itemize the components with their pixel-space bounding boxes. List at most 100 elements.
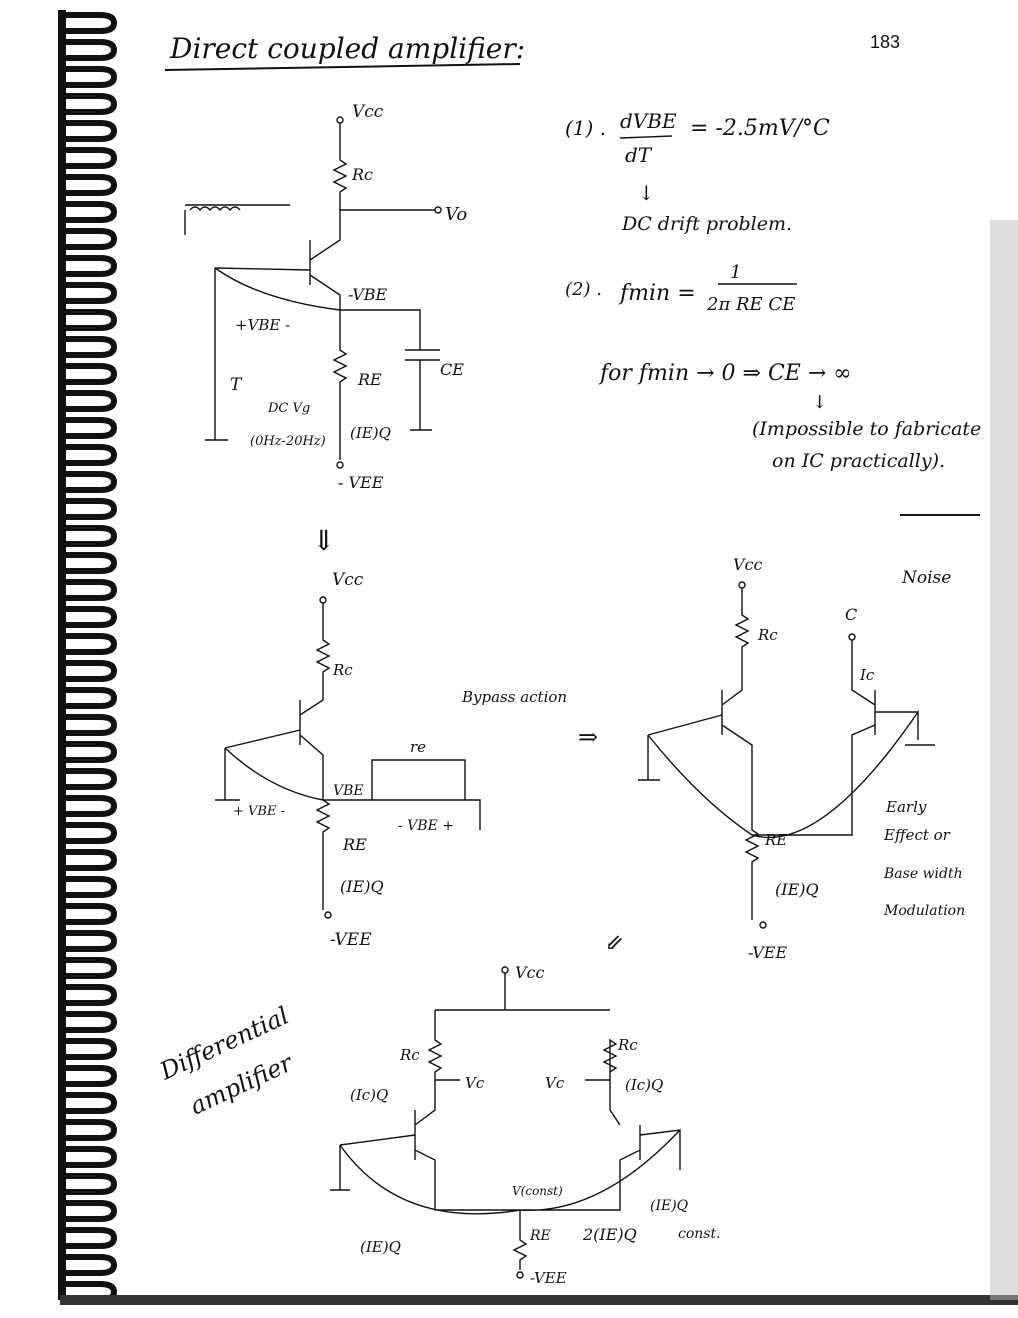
spiral-loop <box>62 228 118 250</box>
circuit4-rc-right: Rc <box>617 1036 638 1054</box>
spiral-loop <box>62 39 118 61</box>
down-double-arrow-icon: ⇓ <box>312 524 335 557</box>
spiral-loop <box>62 822 118 844</box>
circuit2-vbe-diode: + VBE - <box>233 804 285 819</box>
circuit1-vbe-diode: +VBE - <box>235 316 290 334</box>
spiral-loop <box>62 849 118 871</box>
circuit3-re: RE <box>764 831 787 849</box>
spiral-loop <box>62 498 118 520</box>
circuit2-re: RE <box>342 835 367 854</box>
spiral-loop <box>62 201 118 223</box>
spiral-loop <box>62 552 118 574</box>
spiral-loop <box>62 1011 118 1033</box>
circuit4-v-const: V(const) <box>512 1184 563 1198</box>
circuit1-vo: Vo <box>445 204 467 225</box>
spiral-loop <box>62 93 118 115</box>
circuit4-ic-right: (Ic)Q <box>625 1076 663 1094</box>
spiral-loop <box>62 741 118 763</box>
spiral-loop <box>62 1173 118 1195</box>
right-double-arrow-icon: ⇒ <box>578 723 598 751</box>
spiral-loop <box>62 633 118 655</box>
spiral-loop <box>62 930 118 952</box>
circuit1-ce: CE <box>440 360 464 379</box>
spiral-loop <box>62 957 118 979</box>
spiral-loop <box>62 606 118 628</box>
title-underline <box>164 63 521 71</box>
eq1-result: DC drift problem. <box>621 213 792 235</box>
circuit4-ic-left: (Ic)Q <box>350 1086 388 1104</box>
eq1-label: (1) . <box>565 116 606 140</box>
spiral-loop <box>62 390 118 412</box>
spiral-loop <box>62 687 118 709</box>
down-arrow-icon: ↓ <box>812 392 827 413</box>
circuit4-const: const. <box>678 1226 721 1242</box>
circuit1-re: RE <box>357 370 382 389</box>
notes-block: (1) . dVBE dT = -2.5mV/°C ↓ DC drift pro… <box>565 109 981 516</box>
circuit3-ic: Ic <box>859 666 875 684</box>
circuit2-ie: (IE)Q <box>340 877 384 896</box>
circuit1-ie: (IE)Q <box>350 424 391 442</box>
circuit1-vee: - VEE <box>338 473 384 492</box>
spiral-loop <box>62 444 118 466</box>
circuit-4-differential: Differential amplifier Vcc Rc Rc Vc Vc (… <box>155 963 721 1287</box>
right-edge-shadow <box>990 220 1018 1300</box>
circuit2-re-small: re <box>410 738 426 756</box>
down-arrow-icon: ↓ <box>638 181 655 205</box>
circuit1-vcc: Vcc <box>352 102 384 122</box>
eq3-result-line2: on IC practically). <box>772 450 945 472</box>
spiral-loop <box>62 1065 118 1087</box>
spiral-loop <box>62 255 118 277</box>
circuit3-noise: Noise <box>901 568 951 588</box>
spiral-loop <box>62 147 118 169</box>
circuit4-vcc: Vcc <box>515 963 545 982</box>
eq1-numerator: dVBE <box>620 109 677 133</box>
circuit4-vc-left: Vc <box>465 1074 485 1092</box>
circuit2-vbe-right: - VBE + <box>398 818 454 834</box>
circuit2-vee: -VEE <box>330 930 372 950</box>
circuit3-vcc: Vcc <box>733 555 763 574</box>
eq3-result-line1: (Impossible to fabricate <box>752 418 981 440</box>
circuit-2-bypass: Vcc Rc Bypass action re VBE + VBE - - VB… <box>215 570 567 950</box>
margin-strip <box>58 10 66 1300</box>
spiral-loop <box>62 282 118 304</box>
spiral-loop <box>62 903 118 925</box>
circuit3-vee: -VEE <box>748 943 787 962</box>
spiral-loop <box>62 984 118 1006</box>
eq1-denominator: dT <box>625 143 653 167</box>
spiral-loop <box>62 471 118 493</box>
circuit3-early-3: Base width <box>883 866 963 882</box>
circuit4-ie-right: (IE)Q <box>650 1198 689 1214</box>
eq2-denominator: 2π RE CE <box>706 294 795 315</box>
circuit3-rc: Rc <box>757 626 778 644</box>
circuit-3-early-effect: Vcc Rc C Noise Ic RE (IE)Q -VEE Early Ef… <box>638 555 965 962</box>
eq3: for fmin → 0 ⇒ CE → ∞ <box>598 361 852 386</box>
circuit3-early-4: Modulation <box>883 903 965 919</box>
circuit1-dc: DC Vg <box>267 401 310 416</box>
spiral-loop <box>62 1119 118 1141</box>
spiral-loop <box>62 768 118 790</box>
circuit4-two-ie: 2(IE)Q <box>582 1225 637 1244</box>
spiral-loop <box>62 1254 118 1276</box>
eq2-numerator: 1 <box>730 262 741 283</box>
diagonal-arrow-icon: ⇙ <box>605 931 623 956</box>
page-title: Direct coupled amplifier: <box>169 32 525 65</box>
spiral-loop <box>62 1200 118 1222</box>
spiral-loop <box>62 363 118 385</box>
spiral-loop <box>62 336 118 358</box>
spiral-loop <box>62 417 118 439</box>
circuit3-early-2: Effect or <box>883 826 951 844</box>
spiral-loop <box>62 525 118 547</box>
circuit1-rc: Rc <box>351 165 373 184</box>
circuit4-re: RE <box>529 1228 551 1244</box>
circuit3-ie: (IE)Q <box>775 880 819 899</box>
page-number: 183 <box>870 32 900 52</box>
spiral-loop <box>62 660 118 682</box>
eq2-label: (2) . <box>565 279 602 300</box>
circuit2-bypass: Bypass action <box>461 688 567 706</box>
circuit2-vbe: VBE <box>333 783 364 799</box>
spiral-loop <box>62 12 118 34</box>
circuit2-vcc: Vcc <box>332 570 364 590</box>
eq1-rhs: = -2.5mV/°C <box>690 116 830 141</box>
circuit1-vbe: -VBE <box>348 285 388 304</box>
